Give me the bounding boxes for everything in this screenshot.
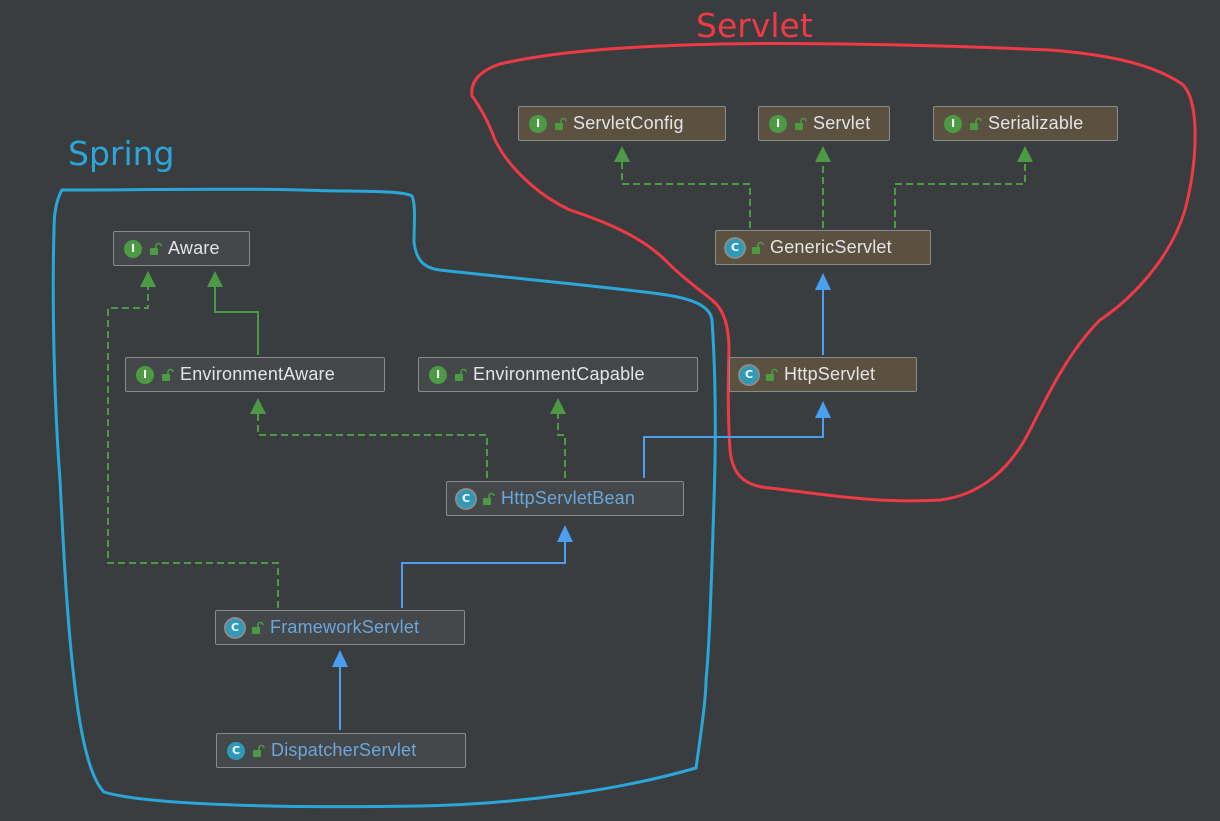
node-aware[interactable]: I Aware	[113, 231, 250, 266]
arrowhead	[250, 398, 266, 414]
implements-arrowheads	[140, 146, 1033, 414]
interface-icon: I	[944, 114, 962, 133]
edge-httpservletbean-environmentcapable	[557, 411, 566, 478]
interface-icon: I	[136, 365, 154, 384]
abstract-class-icon: C	[726, 238, 744, 257]
node-label: FrameworkServlet	[270, 617, 420, 637]
edge-frameworkservlet-httpservletbean	[401, 540, 566, 608]
lock-open-icon	[150, 242, 162, 255]
arrowhead	[332, 650, 348, 667]
node-httpservletbean[interactable]: C HttpServletBean	[446, 481, 684, 516]
node-dispatcherservlet[interactable]: C DispatcherServlet	[216, 733, 466, 768]
arrowhead	[557, 525, 573, 542]
node-servlet[interactable]: I Servlet	[758, 106, 890, 141]
arrowhead	[550, 398, 566, 414]
node-label: Servlet	[813, 113, 871, 133]
node-httpservlet[interactable]: C HttpServlet	[729, 357, 917, 392]
node-serializable[interactable]: I Serializable	[933, 106, 1118, 141]
arrowhead	[815, 273, 831, 290]
interface-icon: I	[529, 114, 547, 133]
node-environmentaware[interactable]: I EnvironmentAware	[125, 357, 385, 392]
node-label: Aware	[168, 238, 220, 258]
servlet-region-outline	[470, 41, 1197, 503]
node-label: EnvironmentCapable	[473, 364, 645, 384]
edge-httpservletbean-environmentaware	[257, 411, 488, 478]
edge-environmentaware-aware	[214, 283, 259, 355]
edge-httpservletbean-httpservlet	[643, 416, 824, 478]
abstract-class-icon: C	[226, 618, 244, 637]
class-icon: C	[227, 741, 245, 760]
node-label: EnvironmentAware	[180, 364, 335, 384]
lock-open-icon	[795, 117, 807, 130]
arrowhead	[815, 401, 831, 418]
node-label: HttpServlet	[784, 364, 876, 384]
spring-region-label: Spring	[68, 134, 175, 173]
arrowhead	[207, 271, 223, 287]
extends-edges	[339, 288, 824, 730]
lock-open-icon	[555, 117, 567, 130]
edge-genericservlet-serializable	[894, 160, 1026, 228]
lock-open-icon	[970, 117, 982, 130]
edge-frameworkservlet-aware	[107, 283, 279, 608]
node-label: HttpServletBean	[501, 488, 636, 508]
abstract-class-icon: C	[740, 365, 758, 384]
node-genericservlet[interactable]: C GenericServlet	[715, 230, 931, 265]
node-label: ServletConfig	[573, 113, 684, 133]
node-frameworkservlet[interactable]: C FrameworkServlet	[215, 610, 465, 645]
edge-genericservlet-servletconfig	[621, 160, 751, 228]
implements-edges	[107, 160, 1026, 608]
lock-open-icon	[483, 492, 495, 505]
spring-region-outline	[51, 187, 717, 809]
interface-icon: I	[769, 114, 787, 133]
lock-open-icon	[455, 368, 467, 381]
servlet-region-label: Servlet	[696, 6, 813, 45]
lock-open-icon	[252, 621, 264, 634]
node-label: GenericServlet	[770, 237, 892, 257]
extends-arrowheads	[332, 273, 831, 667]
node-label: Serializable	[988, 113, 1084, 133]
node-servletconfig[interactable]: I ServletConfig	[518, 106, 726, 141]
lock-open-icon	[752, 241, 764, 254]
lock-open-icon	[253, 744, 265, 757]
abstract-class-icon: C	[457, 489, 475, 508]
arrowhead	[140, 271, 156, 287]
node-environmentcapable[interactable]: I EnvironmentCapable	[418, 357, 698, 392]
interface-icon: I	[429, 365, 447, 384]
arrowhead	[614, 146, 630, 162]
arrowhead	[1017, 146, 1033, 162]
node-label: DispatcherServlet	[271, 740, 417, 760]
interface-extends-edges	[214, 283, 259, 355]
arrowhead	[815, 146, 831, 162]
lock-open-icon	[162, 368, 174, 381]
lock-open-icon	[766, 368, 778, 381]
interface-icon: I	[124, 239, 142, 258]
